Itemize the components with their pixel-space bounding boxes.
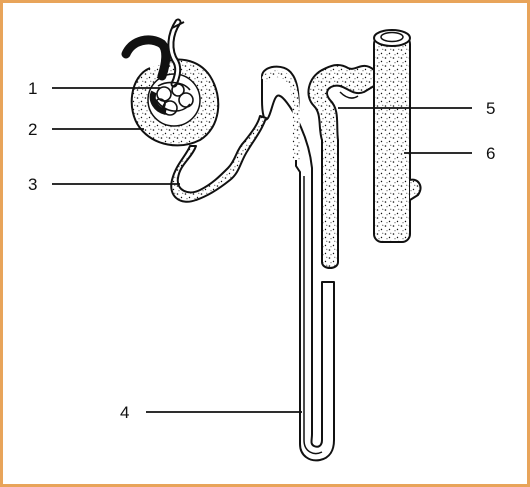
label-1: 1	[28, 79, 37, 98]
label-2: 2	[28, 120, 37, 139]
label-5: 5	[486, 99, 495, 118]
label-3: 3	[28, 175, 37, 194]
loop-of-henle	[261, 65, 335, 462]
distal-convoluted-tubule	[307, 63, 375, 269]
collecting-duct	[373, 29, 422, 243]
label-6: 6	[486, 144, 495, 163]
proximal-convoluted-tubule	[170, 115, 267, 203]
leader-lines	[52, 87, 472, 413]
glomerulus	[121, 18, 194, 116]
label-4: 4	[120, 403, 129, 422]
